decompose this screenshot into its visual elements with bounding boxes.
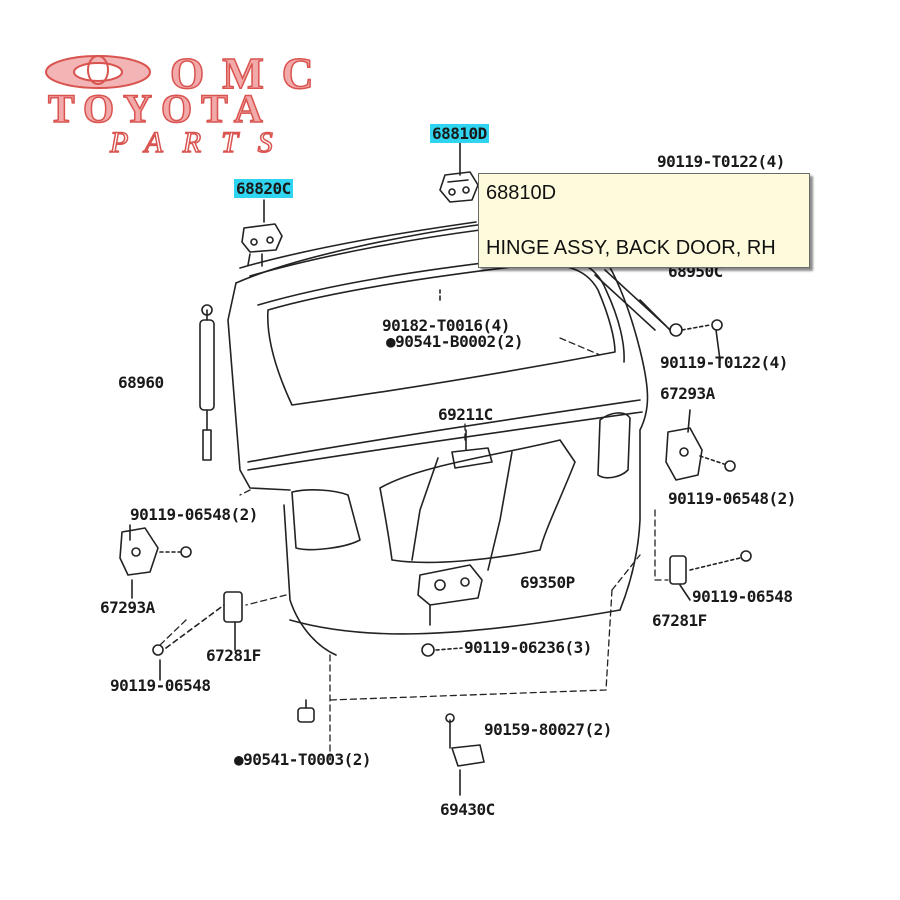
logo-line3: PARTS bbox=[109, 126, 293, 159]
handle-69211c bbox=[451, 429, 493, 469]
part-label-90182-t0016[interactable]: 90182-T0016(4) bbox=[382, 316, 510, 335]
omc-toyota-parts-logo: OMC TOYOTA PARTS bbox=[45, 50, 332, 160]
part-label-90119-06236[interactable]: 90119-06236(3) bbox=[464, 638, 592, 657]
part-label-90541-b0002[interactable]: ●90541-B0002(2) bbox=[386, 332, 524, 351]
part-label-67281f-right[interactable]: 67281F bbox=[652, 611, 707, 630]
part-tooltip: 68810D HINGE ASSY, BACK DOOR, RH bbox=[478, 173, 810, 268]
part-label-67293a-left[interactable]: 67293A bbox=[100, 598, 155, 617]
bumper-67281f-left bbox=[152, 591, 243, 656]
part-label-90119-06548-right2[interactable]: 90119-06548 bbox=[692, 587, 793, 606]
part-label-90119-06548-left2[interactable]: 90119-06548 bbox=[110, 676, 211, 695]
part-label-69211c[interactable]: 69211C bbox=[438, 405, 493, 424]
gas-strut-right bbox=[594, 269, 723, 337]
clip-90541-t0003 bbox=[297, 699, 315, 723]
part-label-69350p[interactable]: 69350P bbox=[520, 573, 575, 592]
tooltip-description: HINGE ASSY, BACK DOOR, RH bbox=[486, 237, 776, 259]
gas-strut-left bbox=[199, 304, 215, 461]
bracket-69430c bbox=[445, 713, 485, 767]
hinge-lh-drawing bbox=[241, 199, 283, 267]
part-label-90119-t0122-right[interactable]: 90119-T0122(4) bbox=[660, 353, 788, 372]
lock-assy-69350p bbox=[417, 564, 483, 626]
bumper-67281f-right bbox=[669, 550, 752, 585]
logo-line1: OMC bbox=[170, 50, 332, 98]
striker-67293a-right bbox=[665, 427, 736, 481]
part-label-68960[interactable]: 68960 bbox=[118, 373, 164, 392]
license-plate-recess bbox=[379, 439, 576, 564]
part-label-68810d[interactable]: 68810D bbox=[430, 124, 489, 143]
part-label-67293a-right[interactable]: 67293A bbox=[660, 384, 715, 403]
part-label-90119-t0122-top[interactable]: 90119-T0122(4) bbox=[657, 152, 785, 171]
tooltip-part-number: 68810D bbox=[486, 182, 557, 204]
part-label-67281f-left[interactable]: 67281F bbox=[206, 646, 261, 665]
part-label-90119-06548-right[interactable]: 90119-06548(2) bbox=[668, 489, 796, 508]
logo-line2: TOYOTA bbox=[48, 86, 272, 131]
back-window bbox=[266, 263, 616, 406]
hinge-rh-drawing bbox=[439, 139, 479, 301]
striker-67293a-left bbox=[119, 527, 192, 576]
screw-90119-06236 bbox=[421, 643, 463, 657]
part-label-90119-06548-left[interactable]: 90119-06548(2) bbox=[130, 505, 258, 524]
part-label-90159-80027[interactable]: 90159-80027(2) bbox=[484, 720, 612, 739]
part-label-69430c[interactable]: 69430C bbox=[440, 800, 495, 819]
part-label-90541-t0003[interactable]: ●90541-T0003(2) bbox=[234, 750, 372, 769]
part-label-68820c[interactable]: 68820C bbox=[234, 179, 293, 198]
